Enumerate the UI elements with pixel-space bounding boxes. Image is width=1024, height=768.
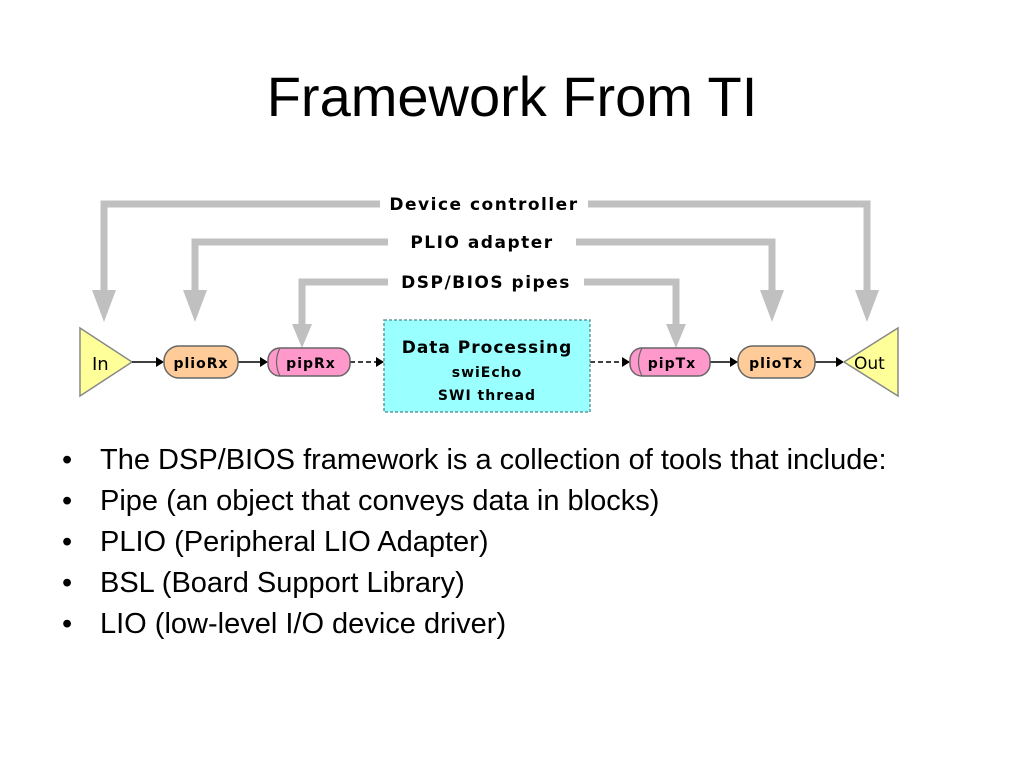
bullet-text: PLIO (Peripheral LIO Adapter) — [100, 526, 489, 558]
bullet-text: LIO (low-level I/O device driver) — [100, 608, 507, 640]
plio-adapter-arrow-right — [576, 238, 776, 290]
pliotx-box — [737, 345, 816, 379]
feedback-arrows — [100, 200, 871, 324]
bullet-item: • The DSP/BIOS framework is a collection… — [62, 444, 962, 476]
bullet-dot: • — [62, 526, 73, 558]
piprx-box — [267, 347, 351, 377]
bullet-dot: • — [62, 608, 73, 640]
bullet-item: • LIO (low-level I/O device driver) — [62, 608, 962, 640]
framework-diagram: Device controller PLIO adapter DSP/BIOS … — [79, 195, 899, 413]
in-terminal — [79, 326, 134, 398]
label-dspbios-pipes: DSP/BIOS pipes — [401, 273, 571, 293]
piptx-pipe-curve — [637, 347, 643, 377]
slide-title: Framework From TI — [266, 65, 758, 128]
piprx-pipe-curve — [275, 347, 281, 377]
arrowhead-in — [92, 290, 116, 322]
bullet-text: BSL (Board Support Library) — [100, 567, 465, 599]
device-controller-arrow-left — [100, 200, 380, 290]
bullet-item: • Pipe (an object that conveys data in b… — [62, 485, 962, 517]
node-pliorx: plioRx — [173, 356, 228, 372]
arrowhead-pliorx — [183, 290, 207, 322]
label-device-controller: Device controller — [389, 195, 578, 215]
node-piprx: pipRx — [286, 356, 336, 372]
node-swi-thread: SWI thread — [438, 388, 536, 404]
pliorx-box — [163, 345, 239, 379]
arrowhead-pliotx — [760, 290, 784, 322]
node-pliotx: plioTx — [749, 356, 803, 372]
node-swiecho: swiEcho — [452, 365, 523, 381]
node-out: Out — [854, 354, 885, 374]
pipes-arrow-right — [584, 278, 680, 324]
bullet-list: • The DSP/BIOS framework is a collection… — [62, 444, 962, 649]
bullet-text: The DSP/BIOS framework is a collection o… — [100, 444, 887, 476]
node-piptx: pipTx — [648, 356, 696, 372]
bullet-dot: • — [62, 567, 73, 599]
data-processing-box — [383, 319, 591, 413]
device-controller-arrow-right — [588, 200, 871, 290]
arrowhead-piptx — [666, 324, 686, 348]
plio-adapter-arrow-left — [191, 238, 388, 290]
bullet-item: • PLIO (Peripheral LIO Adapter) — [62, 526, 962, 558]
arrowhead-out — [855, 290, 879, 322]
node-data-processing: Data Processing — [402, 338, 573, 358]
bullet-text: Pipe (an object that conveys data in blo… — [100, 485, 660, 517]
bullet-dot: • — [62, 444, 73, 476]
piptx-box — [629, 347, 711, 377]
label-plio-adapter: PLIO adapter — [410, 233, 553, 253]
arrowhead-piprx — [292, 324, 312, 348]
pipes-arrow-left — [298, 278, 388, 324]
out-terminal — [842, 326, 899, 398]
bullet-item: • BSL (Board Support Library) — [62, 567, 962, 599]
feedback-arrowheads — [92, 290, 879, 348]
node-in: In — [92, 354, 109, 375]
flow-arrowheads — [156, 357, 844, 367]
bullet-dot: • — [62, 485, 73, 517]
